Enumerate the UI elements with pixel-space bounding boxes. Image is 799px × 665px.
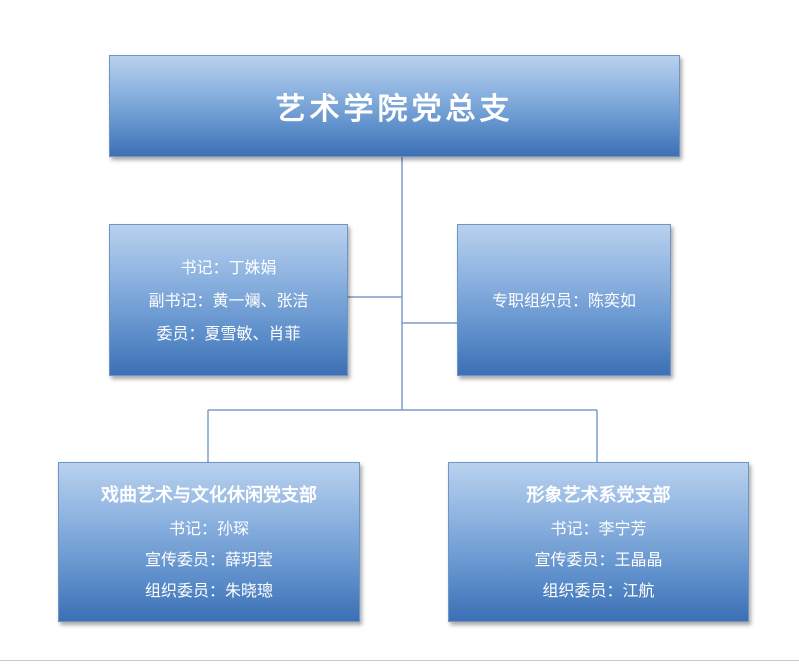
organizer-node: 专职组织员：陈奕如 (457, 224, 671, 376)
root-node-party-branch: 艺术学院党总支 (109, 55, 680, 157)
bottom-divider (0, 660, 799, 661)
branch-image-title: 形象艺术系党支部 (526, 484, 671, 506)
branch-opera-publicity: 宣传委员：薛玥莹 (144, 549, 273, 569)
leadership-deputy-secretary: 副书记：黄一斓、张洁 (148, 290, 309, 310)
branch-node-opera-arts: 戏曲艺术与文化休闲党支部 书记：孙琛 宣传委员：薛玥莹 组织委员：朱晓璁 (58, 462, 360, 622)
leadership-members: 委员：夏雪敏、肖菲 (156, 323, 301, 343)
organizer-name: 专职组织员：陈奕如 (491, 290, 636, 310)
root-node-title: 艺术学院党总支 (275, 92, 514, 127)
leadership-node: 书记：丁姝娟 副书记：黄一斓、张洁 委员：夏雪敏、肖菲 (109, 224, 348, 376)
branch-opera-title: 戏曲艺术与文化休闲党支部 (101, 484, 317, 506)
branch-opera-organization: 组织委员：朱晓璁 (144, 580, 273, 600)
branch-opera-secretary: 书记：孙琛 (168, 518, 249, 538)
branch-image-publicity: 宣传委员：王晶晶 (534, 549, 663, 569)
leadership-secretary: 书记：丁姝娟 (180, 257, 277, 277)
branch-node-image-arts: 形象艺术系党支部 书记：李宁芳 宣传委员：王晶晶 组织委员：江航 (448, 462, 749, 622)
branch-image-secretary: 书记：李宁芳 (550, 518, 647, 538)
branch-image-organization: 组织委员：江航 (542, 580, 655, 600)
